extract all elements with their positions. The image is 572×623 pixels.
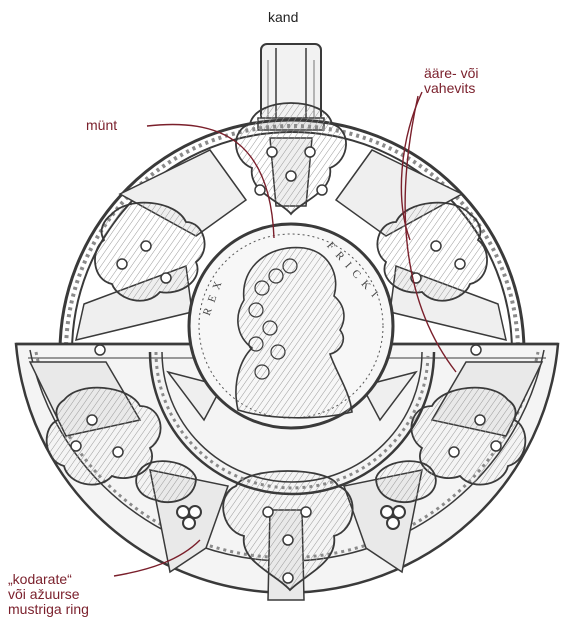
coin-portrait — [236, 248, 352, 418]
label-rim: ääre- või vahevits — [424, 66, 478, 96]
label-ring: „kodarate“ või ažuurse mustriga ring — [8, 572, 89, 617]
label-coin: münt — [86, 118, 117, 133]
label-loop: kand — [268, 10, 298, 25]
coin: R E X F R I C K I — [189, 224, 393, 428]
